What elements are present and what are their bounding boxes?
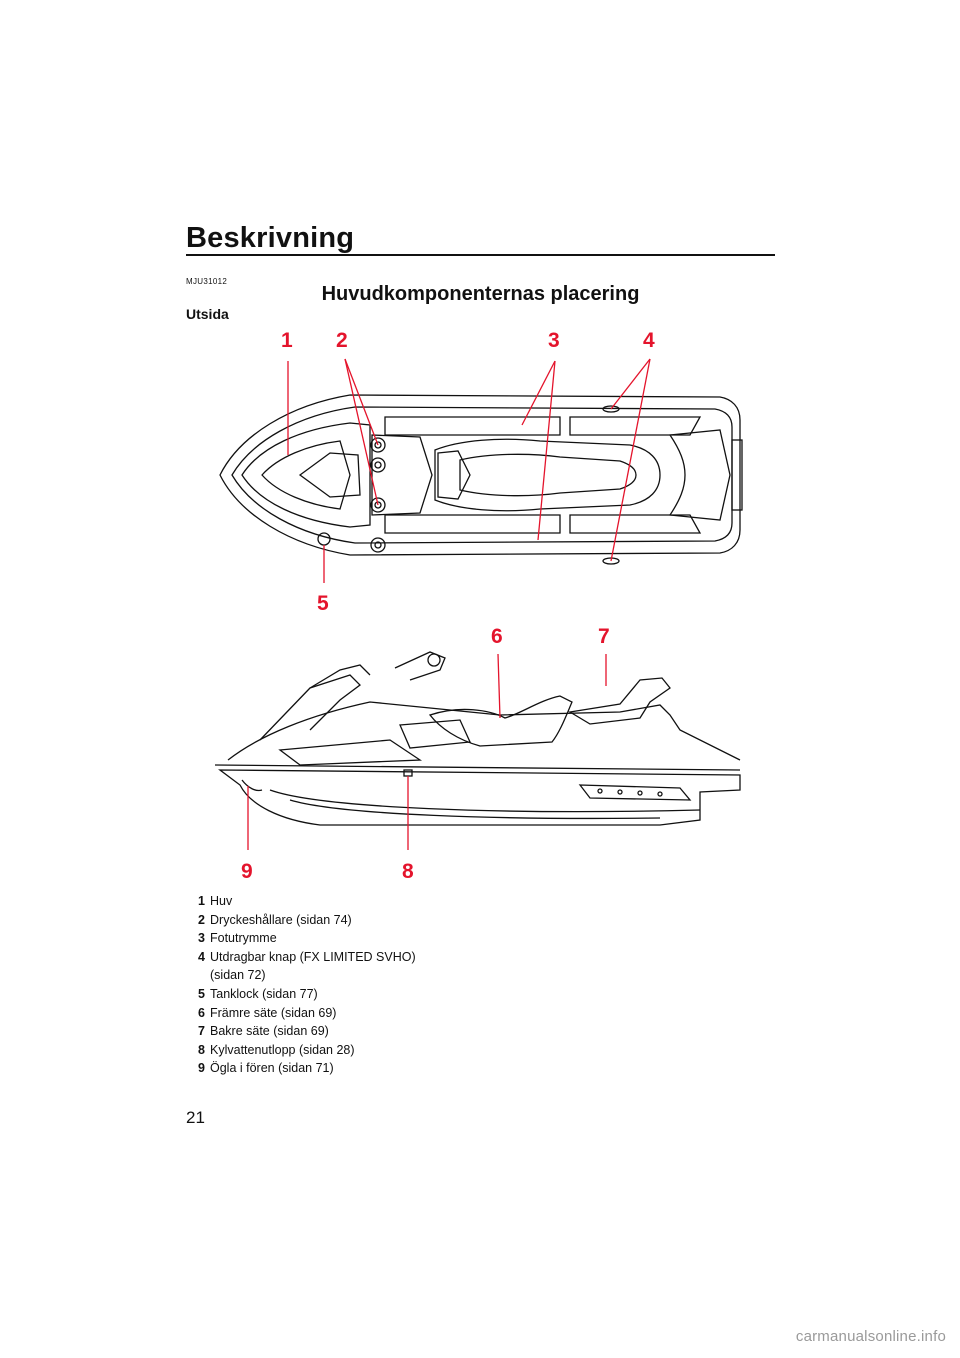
callout-9: 9 [241, 860, 253, 883]
callout-4: 4 [643, 329, 655, 352]
callout-3: 3 [548, 329, 560, 352]
top-view-illustration [219, 358, 743, 583]
header-divider [186, 254, 775, 256]
page-header-title: Beskrivning [186, 222, 355, 254]
section-title: Huvudkomponenternas placering [321, 283, 640, 305]
callout-1: 1 [281, 329, 293, 352]
callout-7: 7 [598, 625, 610, 648]
callout-2: 2 [336, 329, 348, 352]
page-number: 21 [186, 1108, 205, 1127]
subsection-title: Utsida [186, 306, 229, 322]
callout-5: 5 [317, 592, 329, 615]
document-code: MJU31012 [186, 277, 228, 286]
callout-8: 8 [402, 860, 414, 883]
side-view-illustration [214, 651, 741, 850]
callout-6: 6 [491, 625, 503, 648]
watermark-link[interactable]: carmanualsonline.info [795, 1328, 946, 1345]
